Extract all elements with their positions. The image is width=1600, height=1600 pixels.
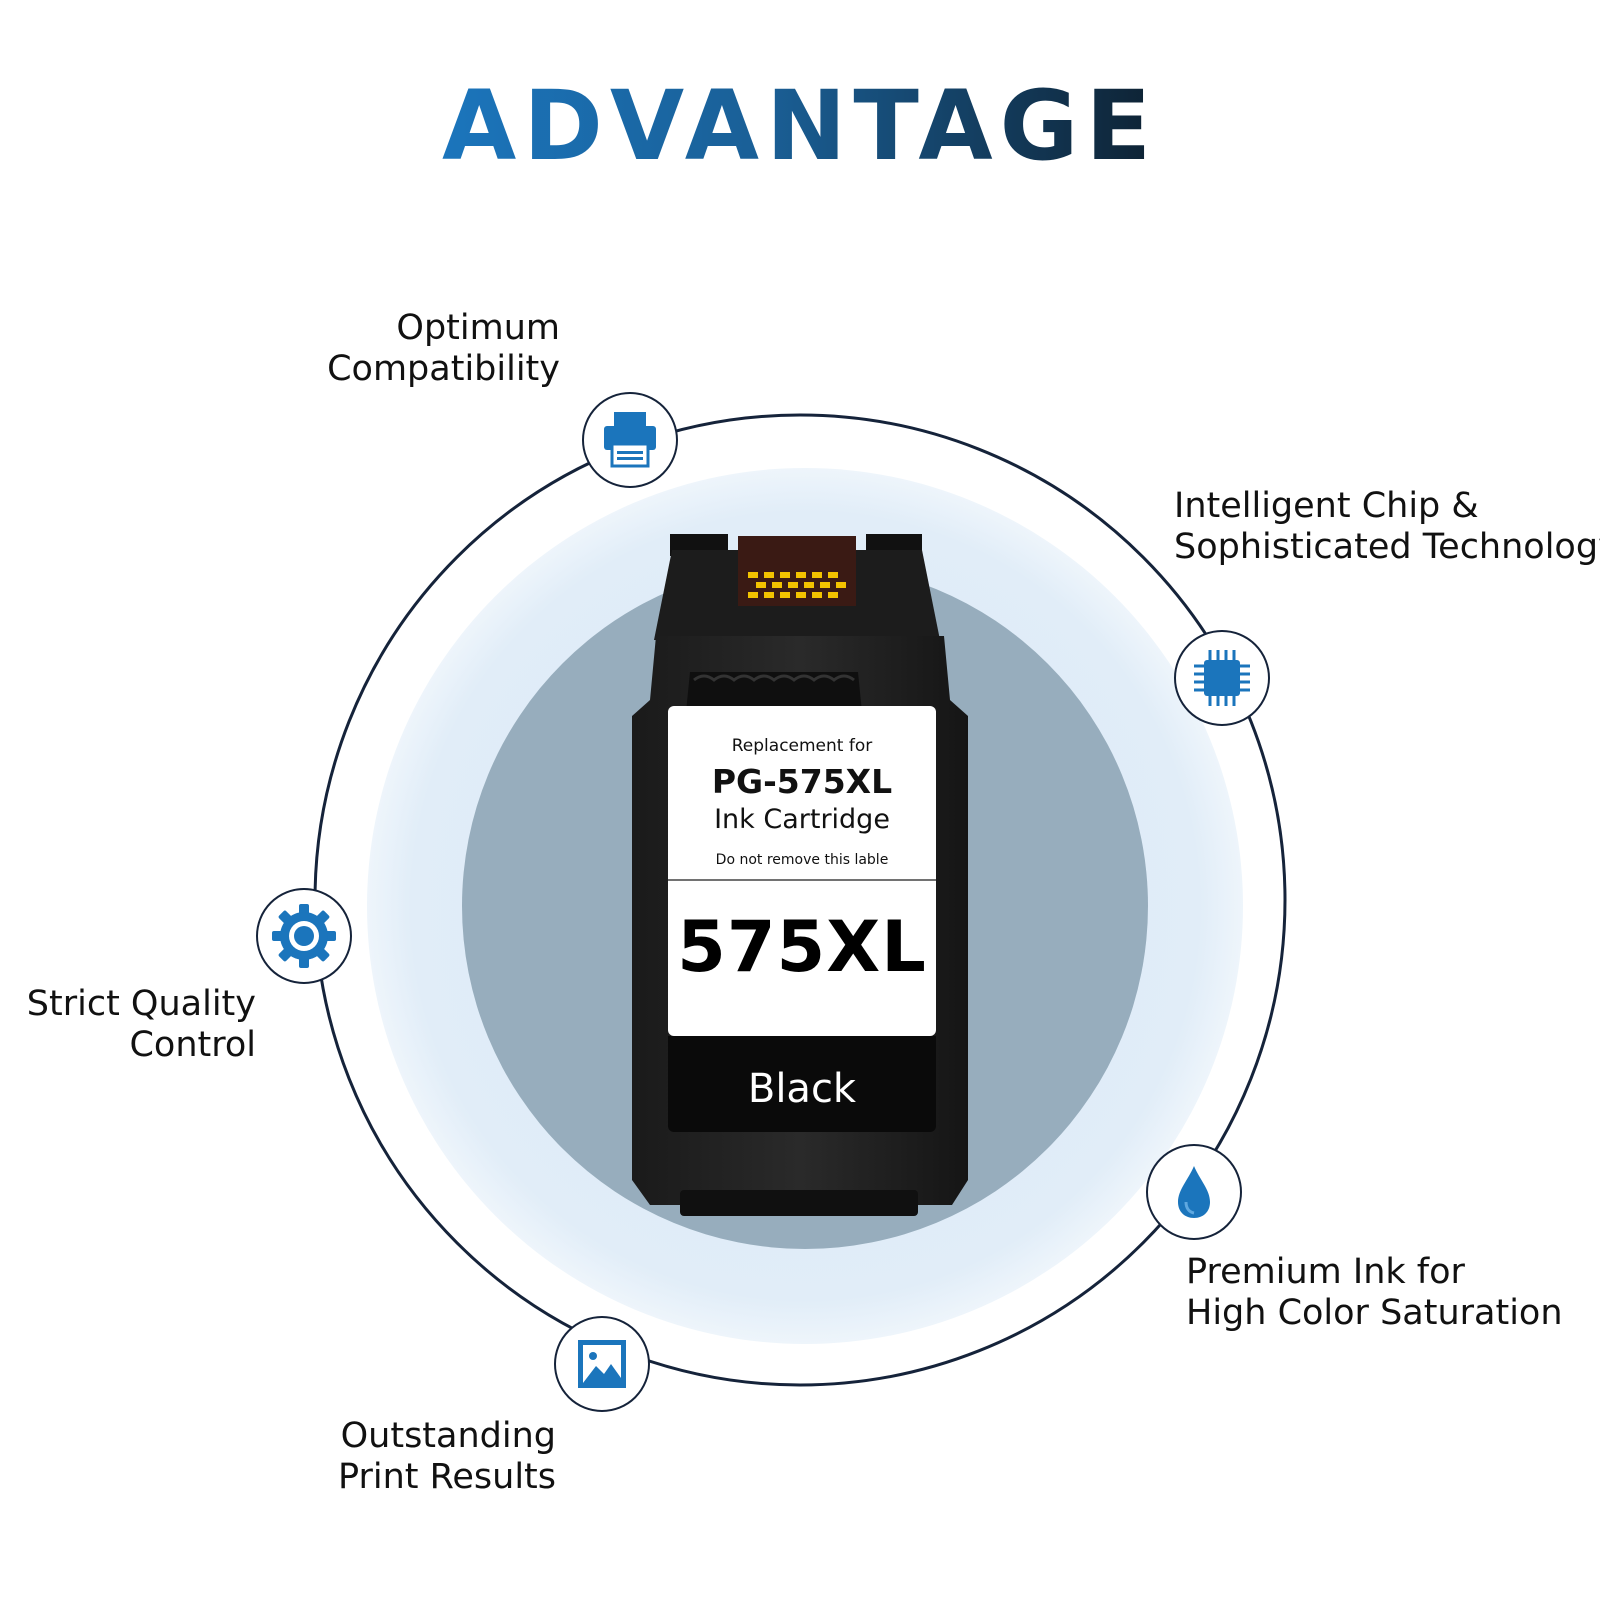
label-type-text: Ink Cartridge bbox=[714, 804, 890, 835]
cartridge-color-text: Black bbox=[747, 1066, 857, 1112]
feature-print-line1: Outstanding bbox=[340, 1416, 556, 1456]
page-title-text: ADVANTAGE bbox=[441, 70, 1159, 182]
image-icon bbox=[578, 1340, 626, 1388]
chip-icon-badge bbox=[1174, 630, 1270, 726]
label-replacement-text: Replacement for bbox=[731, 736, 873, 756]
page-title: ADVANTAGE bbox=[0, 78, 1600, 174]
feature-print-line2: Print Results bbox=[337, 1457, 556, 1497]
printer-icon-badge bbox=[582, 392, 678, 488]
feature-compatibility-line1: Optimum bbox=[396, 308, 560, 348]
feature-ink-line2: High Color Saturation bbox=[1186, 1293, 1563, 1333]
ink-drop-icon bbox=[1178, 1166, 1210, 1218]
cartridge-label bbox=[668, 706, 936, 1036]
feature-quality-line2: Control bbox=[129, 1025, 256, 1065]
feature-print-label: Outstanding Print Results bbox=[338, 1416, 556, 1498]
label-model-text: PG-575XL bbox=[711, 762, 893, 801]
feature-ink-label: Premium Ink for High Color Saturation bbox=[1186, 1252, 1563, 1334]
feature-compatibility-label: Optimum Compatibility bbox=[327, 308, 560, 390]
feature-quality-line1: Strict Quality bbox=[26, 984, 256, 1024]
gear-icon bbox=[272, 904, 336, 968]
feature-chip-line1: Intelligent Chip & bbox=[1174, 486, 1479, 526]
cartridge-foot bbox=[680, 1190, 918, 1216]
chip-contacts bbox=[748, 572, 846, 598]
chip-icon bbox=[1194, 650, 1250, 706]
feature-compatibility-line2: Compatibility bbox=[327, 349, 560, 389]
image-icon-badge bbox=[554, 1316, 650, 1412]
printer-icon bbox=[604, 412, 656, 468]
cartridge-color-strip bbox=[668, 1036, 936, 1132]
ink-drop-icon-badge bbox=[1146, 1144, 1242, 1240]
feature-chip-line2: Sophisticated Technology bbox=[1174, 527, 1600, 567]
label-warning-text: Do not remove this lable bbox=[715, 852, 889, 868]
feature-quality-label: Strict Quality Control bbox=[27, 984, 256, 1066]
feature-chip-label: Intelligent Chip & Sophisticated Technol… bbox=[1174, 486, 1600, 568]
feature-ink-line1: Premium Ink for bbox=[1186, 1252, 1465, 1292]
cartridge-code-text: 575XL bbox=[677, 906, 927, 988]
cartridge-grip bbox=[686, 672, 862, 712]
gear-icon-badge bbox=[256, 888, 352, 984]
